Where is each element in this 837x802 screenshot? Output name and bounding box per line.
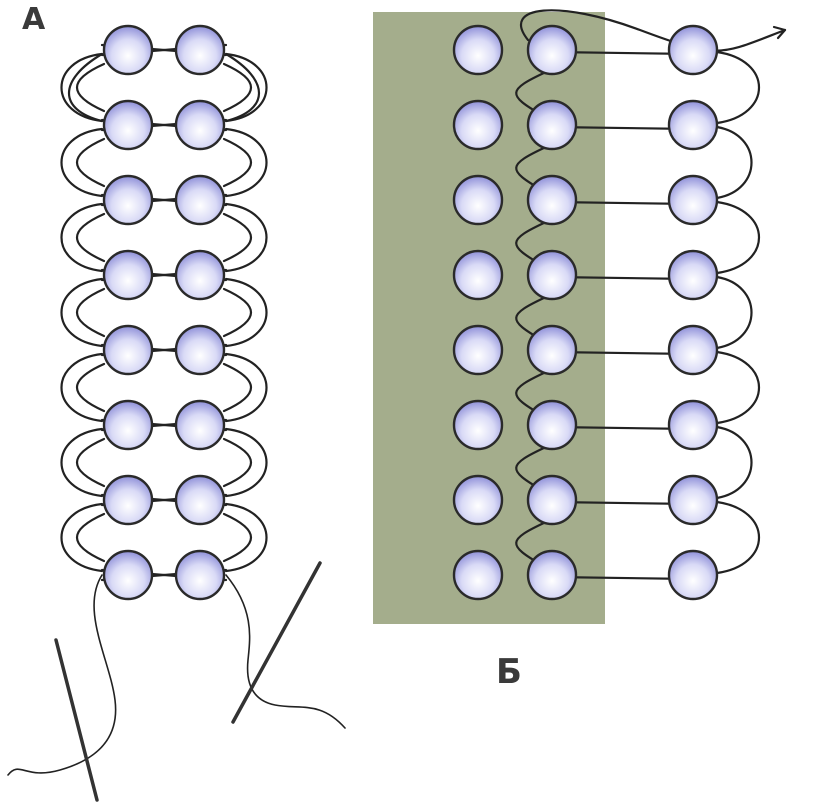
bead-icon — [669, 476, 717, 524]
thread-line — [717, 277, 752, 348]
bead-icon — [669, 101, 717, 149]
bead-icon — [454, 101, 502, 149]
thread-line — [62, 129, 103, 196]
thread-line — [62, 54, 103, 121]
bead-icon — [454, 476, 502, 524]
panel-a-label: А — [22, 2, 45, 37]
bead-icon — [104, 401, 152, 449]
bead-icon — [454, 176, 502, 224]
thread-line — [77, 514, 104, 561]
bead-icon — [669, 401, 717, 449]
bead-icon — [176, 326, 224, 374]
bead-icon — [176, 26, 224, 74]
thread-line — [224, 289, 251, 336]
bead-icon — [104, 176, 152, 224]
thread-line — [226, 504, 267, 571]
thread-line — [77, 139, 104, 186]
thread-line — [226, 429, 267, 496]
thread-line — [224, 214, 251, 261]
bead-icon — [669, 176, 717, 224]
thread-line — [62, 354, 103, 421]
thread-line — [224, 514, 251, 561]
thread-line — [77, 364, 104, 411]
bead-icon — [104, 101, 152, 149]
bead-icon — [454, 326, 502, 374]
thread-line — [717, 427, 752, 498]
thread-line — [717, 202, 759, 273]
bead-icon — [104, 476, 152, 524]
bead-icon — [176, 176, 224, 224]
thread-line — [226, 354, 267, 421]
bead-icon — [528, 326, 576, 374]
thread-line — [226, 54, 267, 121]
bead-icon — [669, 251, 717, 299]
thread-line — [77, 64, 104, 111]
bead-icon — [669, 551, 717, 599]
bead-icon — [104, 251, 152, 299]
thread-line — [224, 364, 251, 411]
thread-line — [224, 139, 251, 186]
bead-icon — [104, 326, 152, 374]
bead-icon — [528, 101, 576, 149]
thread-tail-left — [8, 575, 116, 775]
thread-line — [62, 279, 103, 346]
needle-icon — [56, 640, 97, 800]
thread-line — [717, 352, 759, 423]
thread-line — [717, 52, 759, 123]
bead-icon — [104, 551, 152, 599]
bead-icon — [669, 26, 717, 74]
thread-line — [717, 127, 752, 198]
panel-b-label: Б — [496, 652, 522, 692]
bead-icon — [528, 401, 576, 449]
bead-icon — [454, 551, 502, 599]
needle-icon — [233, 563, 320, 722]
thread-line — [226, 129, 267, 196]
bead-icon — [176, 251, 224, 299]
bead-icon — [176, 476, 224, 524]
bead-icon — [528, 26, 576, 74]
bead-icon — [176, 551, 224, 599]
thread-line — [62, 429, 103, 496]
bead-icon — [176, 101, 224, 149]
thread-line — [77, 289, 104, 336]
thread-line — [62, 204, 103, 271]
thread-line — [77, 214, 104, 261]
thread-line — [62, 504, 103, 571]
bead-icon — [176, 401, 224, 449]
thread-line — [717, 502, 759, 573]
bead-icon — [528, 551, 576, 599]
thread-line — [226, 279, 267, 346]
thread-line — [77, 439, 104, 486]
bead-icon — [528, 176, 576, 224]
bead-icon — [528, 476, 576, 524]
bead-icon — [528, 251, 576, 299]
thread-line — [224, 64, 251, 111]
thread-line — [224, 439, 251, 486]
bead-icon — [669, 326, 717, 374]
bead-icon — [454, 401, 502, 449]
bead-icon — [454, 26, 502, 74]
thread-line — [226, 204, 267, 271]
bead-icon — [454, 251, 502, 299]
bead-icon — [104, 26, 152, 74]
